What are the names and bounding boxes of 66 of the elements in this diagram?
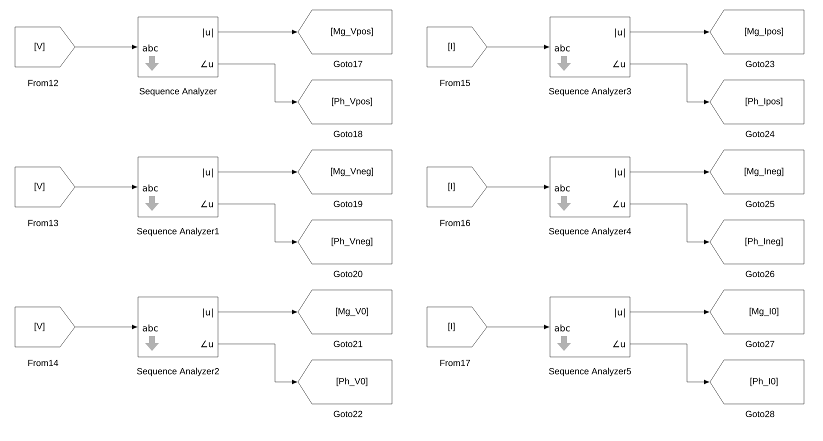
block-label: Sequence Analyzer2 [137, 368, 219, 376]
arrow [486, 184, 550, 190]
sequence-analyzer-block: |u| abc ∠u [138, 156, 218, 218]
block-label: Goto25 [746, 200, 774, 208]
arrow [218, 170, 298, 174]
block-label: Goto18 [334, 130, 362, 138]
arrow [630, 204, 710, 244]
arrow [218, 30, 298, 34]
block-label: Goto19 [334, 200, 362, 208]
goto-block: [Mg_Vneg] [298, 150, 392, 194]
arrow [630, 64, 710, 104]
block-label: Goto26 [746, 270, 774, 278]
goto-block: [Ph_Ipos] [710, 80, 804, 124]
sequence-analyzer-block: |u| abc ∠u [138, 296, 218, 358]
goto-block: [Ph_V0] [298, 360, 392, 404]
arrow [218, 310, 298, 314]
block-label: Goto20 [334, 270, 362, 278]
sequence-analyzer-block: |u| abc ∠u [138, 16, 218, 78]
goto-block: [Mg_V0] [298, 290, 392, 334]
from-block: [V] [14, 306, 76, 348]
arrow [74, 324, 138, 330]
arrow [630, 170, 710, 174]
goto-block: [Ph_Vpos] [298, 80, 392, 124]
block-label: Goto27 [746, 340, 774, 348]
block-label: From15 [440, 80, 470, 86]
block-label: From16 [440, 220, 470, 226]
block-label: Sequence Analyzer1 [137, 228, 219, 236]
block-label: Sequence Analyzer3 [549, 88, 631, 96]
arrow [218, 64, 298, 104]
from-block: [V] [14, 166, 76, 208]
goto-block: [Mg_Ineg] [710, 150, 804, 194]
goto-block: [Mg_I0] [710, 290, 804, 334]
arrow [630, 30, 710, 34]
arrow [74, 184, 138, 190]
from-block: [V] [14, 26, 76, 68]
sequence-analyzer-block: |u| abc ∠u [550, 156, 630, 218]
block-label: Sequence Analyzer4 [549, 228, 632, 236]
from-block: [I] [426, 26, 488, 68]
block-label: Sequence Analyzer5 [549, 368, 631, 376]
from-block: [I] [426, 166, 488, 208]
sequence-analyzer-block: |u| abc ∠u [550, 16, 630, 78]
goto-block: [Ph_I0] [710, 360, 804, 404]
from-block: [I] [426, 306, 488, 348]
arrow [74, 44, 138, 50]
block-label: From12 [28, 80, 58, 86]
arrow [630, 310, 710, 314]
block-label: From14 [28, 360, 58, 366]
arrow [218, 204, 298, 244]
block-label: From13 [28, 220, 58, 226]
goto-block: [Ph_Vneg] [298, 220, 392, 264]
goto-block: [Mg_Ipos] [710, 10, 804, 54]
block-label: Goto22 [334, 410, 362, 418]
arrow [218, 344, 298, 384]
block-label: Sequence Analyzer [140, 88, 217, 96]
arrow [486, 324, 550, 330]
goto-block: [Mg_Vpos] [298, 10, 392, 54]
block-label: Goto21 [334, 340, 362, 348]
arrow [486, 44, 550, 50]
goto-block: [Ph_Ineg] [710, 220, 804, 264]
block-label: Goto28 [746, 410, 774, 418]
block-label: From17 [440, 360, 470, 366]
block-label: Goto23 [746, 60, 774, 68]
block-label: Goto17 [334, 60, 362, 68]
block-label: Goto24 [746, 130, 774, 138]
sequence-analyzer-block: |u| abc ∠u [550, 296, 630, 358]
arrow [630, 344, 710, 384]
